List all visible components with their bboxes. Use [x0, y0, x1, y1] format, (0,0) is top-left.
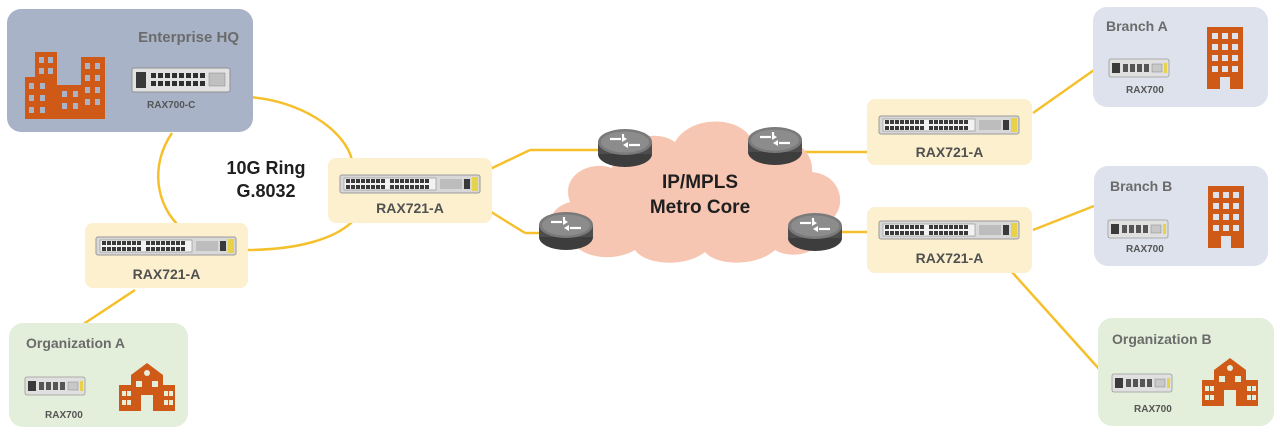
site-enterprise-hq: Enterprise HQ [7, 9, 253, 132]
node-label: RAX721-A [376, 200, 444, 216]
rax700-device-icon [24, 376, 86, 396]
node-rax721-a-ring-bottom: RAX721-A [85, 223, 248, 288]
device-label: RAX700 [1134, 404, 1172, 415]
office-buildings-icon [25, 52, 105, 119]
node-label: RAX721-A [132, 266, 201, 282]
ring-link-lower [244, 221, 353, 252]
device-label: RAX700 [1126, 85, 1164, 96]
office-building-icon [1207, 27, 1243, 89]
router-icon [786, 211, 844, 253]
school-building-icon [1202, 358, 1258, 406]
metro-core-label: IP/MPLS Metro Core [625, 170, 775, 220]
switch-device-icon [339, 174, 481, 194]
link-ring-to-cloud-top [487, 148, 531, 172]
link-lines [81, 68, 1101, 371]
school-building-icon [119, 363, 175, 411]
ring-label: 10G Ring G.8032 [220, 157, 312, 203]
switch-device-icon [95, 236, 237, 256]
node-rax721-a-right-top: RAX721-A [867, 99, 1032, 165]
node-label: RAX721-A [915, 250, 984, 266]
site-title: Branch A [1106, 18, 1168, 34]
switch-device-icon [878, 220, 1020, 240]
ring-label-line1: 10G Ring [226, 158, 306, 178]
rax700-c-device-icon [131, 67, 231, 93]
node-rax721-a-right-bottom: RAX721-A [867, 207, 1032, 273]
ring-link-upper [247, 95, 354, 161]
rax700-device-icon [1108, 58, 1170, 78]
link-right-bottom-to-branch-b [1032, 204, 1095, 232]
node-label: RAX721-A [915, 144, 984, 160]
link-right-bottom-to-org-b [1011, 271, 1101, 371]
site-title: Enterprise HQ [138, 29, 239, 46]
cloud-label-line1: IP/MPLS [661, 172, 738, 193]
device-label: RAX700 [45, 410, 83, 421]
site-title: Branch B [1110, 178, 1173, 194]
site-organization-b: Organization B RAX700 [1098, 318, 1274, 426]
site-title: Organization B [1112, 331, 1212, 347]
site-title: Organization A [26, 335, 126, 351]
link-ring-bottom-to-org-a [81, 288, 136, 327]
site-branch-b: Branch B RAX700 [1094, 166, 1268, 266]
router-icon [596, 127, 654, 169]
device-label: RAX700-C [147, 100, 196, 111]
link-ring-to-cloud-bottom [487, 208, 526, 235]
rax700-device-icon [1107, 219, 1169, 239]
router-icon [537, 210, 595, 252]
cloud-label-line2: Metro Core [649, 197, 751, 218]
rax700-device-icon [1111, 373, 1173, 393]
ring-link-left [157, 132, 183, 230]
device-label: RAX700 [1126, 244, 1164, 255]
ring-label-line2: G.8032 [236, 181, 296, 201]
switch-device-icon [878, 115, 1020, 135]
site-branch-a: Branch A RAX700 [1093, 7, 1268, 107]
office-building-icon [1208, 186, 1244, 248]
node-rax721-a-ring-center: RAX721-A [328, 158, 492, 223]
site-organization-a: Organization A RAX700 [9, 323, 188, 427]
router-icon [746, 125, 804, 167]
link-right-top-to-branch-a [1032, 68, 1095, 115]
